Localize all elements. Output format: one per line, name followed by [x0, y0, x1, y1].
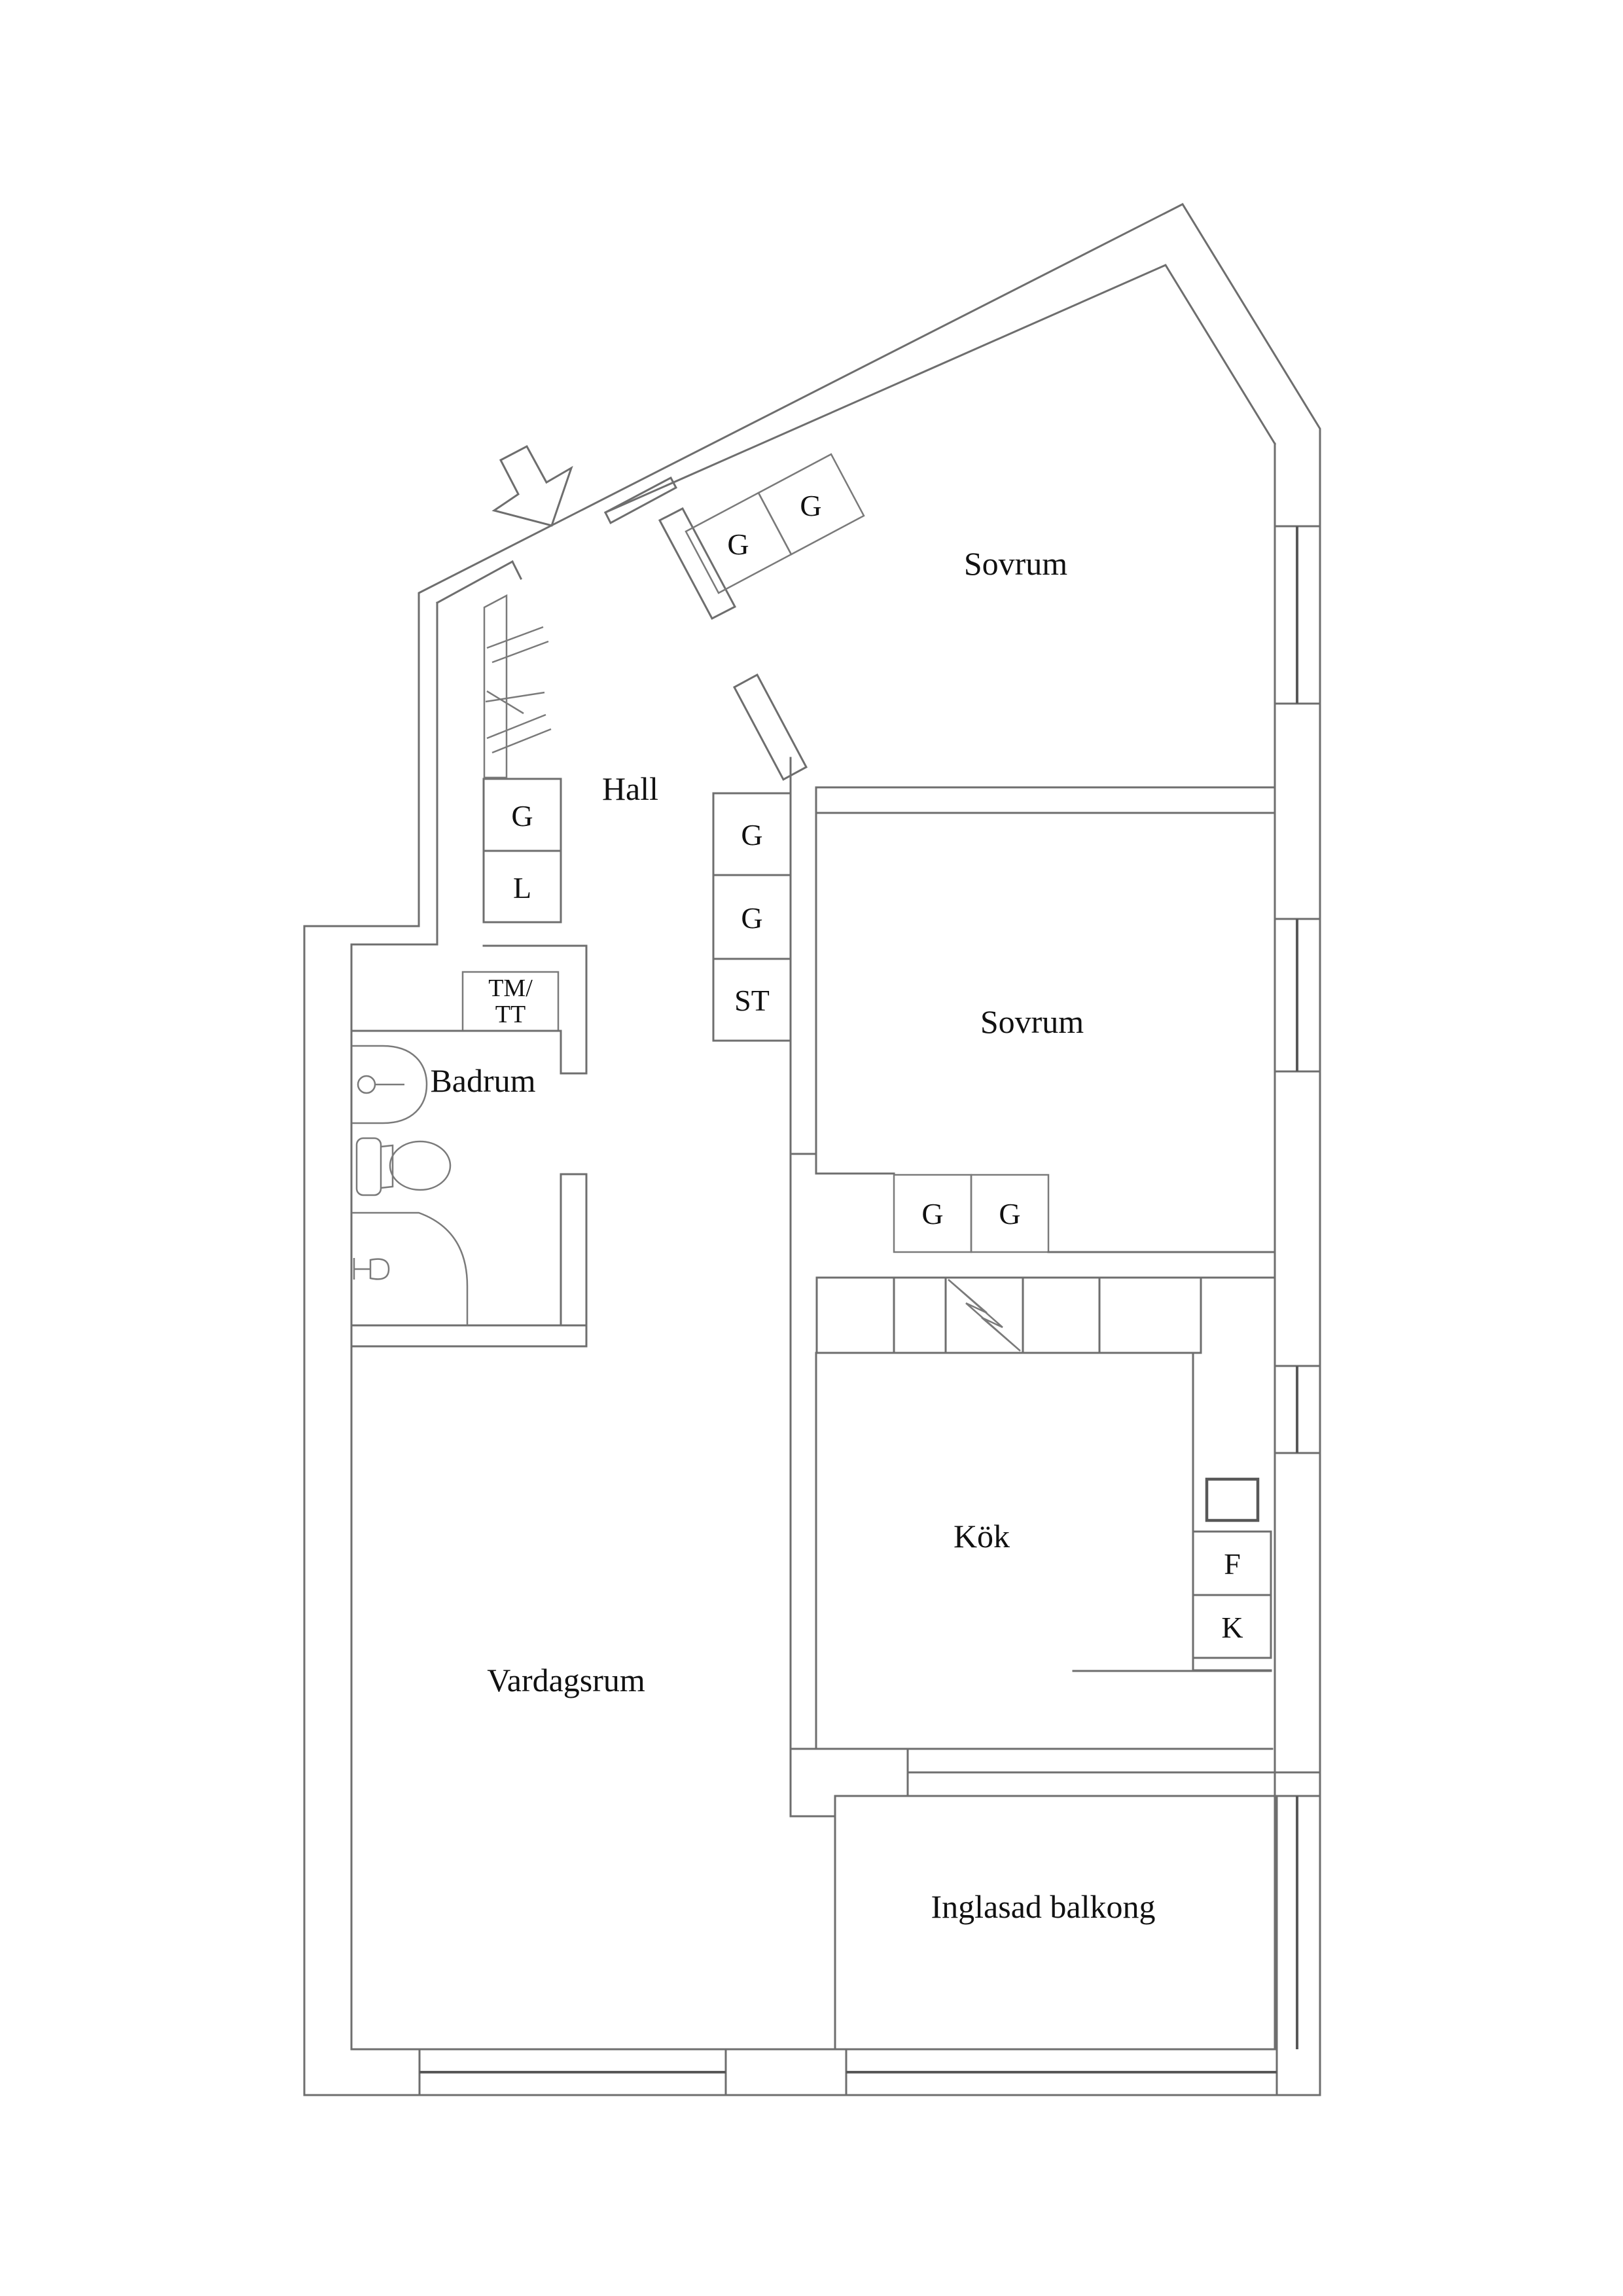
- bedroom1-stub-wall: [732, 673, 808, 781]
- sink-icon: [352, 1045, 428, 1124]
- washer-dryer-label: TT: [495, 1001, 526, 1028]
- kitchen-counter: [815, 1276, 1276, 1354]
- bedroom-partition-wall: [815, 786, 1276, 814]
- inner-walls: [350, 264, 1278, 2051]
- right-windows: [1274, 525, 1321, 2049]
- entry-arrow-icon: [491, 444, 573, 527]
- wardrobe-label: G: [800, 489, 821, 522]
- living-room-label: Vardagsrum: [487, 1662, 645, 1698]
- fridge-label: K: [1221, 1611, 1243, 1644]
- balcony-label: Inglasad balkong: [931, 1888, 1156, 1925]
- wardrobe-label: G: [741, 818, 762, 852]
- wardrobe-label: G: [999, 1197, 1020, 1230]
- outer-wall: [303, 203, 1321, 2096]
- hall-closets-gl: G L: [482, 778, 562, 924]
- hall-closets-ggst: G G ST: [712, 792, 792, 1042]
- bottom-windows: [418, 2048, 1278, 2096]
- linen-closet-label: L: [513, 871, 531, 905]
- kitchen-balcony-walls: [789, 1670, 1321, 2051]
- kitchen-label: Kök: [954, 1518, 1010, 1554]
- toilet-icon: [355, 1137, 452, 1196]
- bathroom-walls: [350, 944, 588, 1348]
- stove-lightning-icon: [948, 1279, 1021, 1352]
- bedroom1-label: Sovrum: [964, 545, 1067, 582]
- washer-dryer-closet: TM/ TT: [461, 971, 560, 1032]
- bedroom2-bottom-wall: G G: [815, 1153, 1276, 1253]
- bedroom1-wardrobes: G G: [685, 453, 865, 594]
- hall-bedroom2-wall: [789, 757, 817, 1818]
- freezer-label: F: [1224, 1547, 1241, 1581]
- hall-label: Hall: [602, 770, 658, 807]
- wardrobe-label: G: [741, 901, 762, 935]
- wardrobe-label: G: [511, 799, 533, 833]
- shower-icon: [352, 1211, 469, 1325]
- kitchen-tall-units: F K: [1192, 1352, 1272, 1672]
- bedroom2-label: Sovrum: [980, 1003, 1084, 1040]
- coat-rack-icon: [483, 594, 552, 779]
- wardrobe-label: G: [727, 528, 749, 561]
- bathroom-label: Badrum: [430, 1062, 535, 1099]
- hob-square-icon: [1205, 1477, 1260, 1522]
- wardrobe-label: G: [921, 1197, 943, 1230]
- storage-closet-label: ST: [734, 984, 770, 1017]
- entry-wall-stubs: [604, 476, 737, 620]
- washer-dryer-label: TM/: [488, 975, 533, 1002]
